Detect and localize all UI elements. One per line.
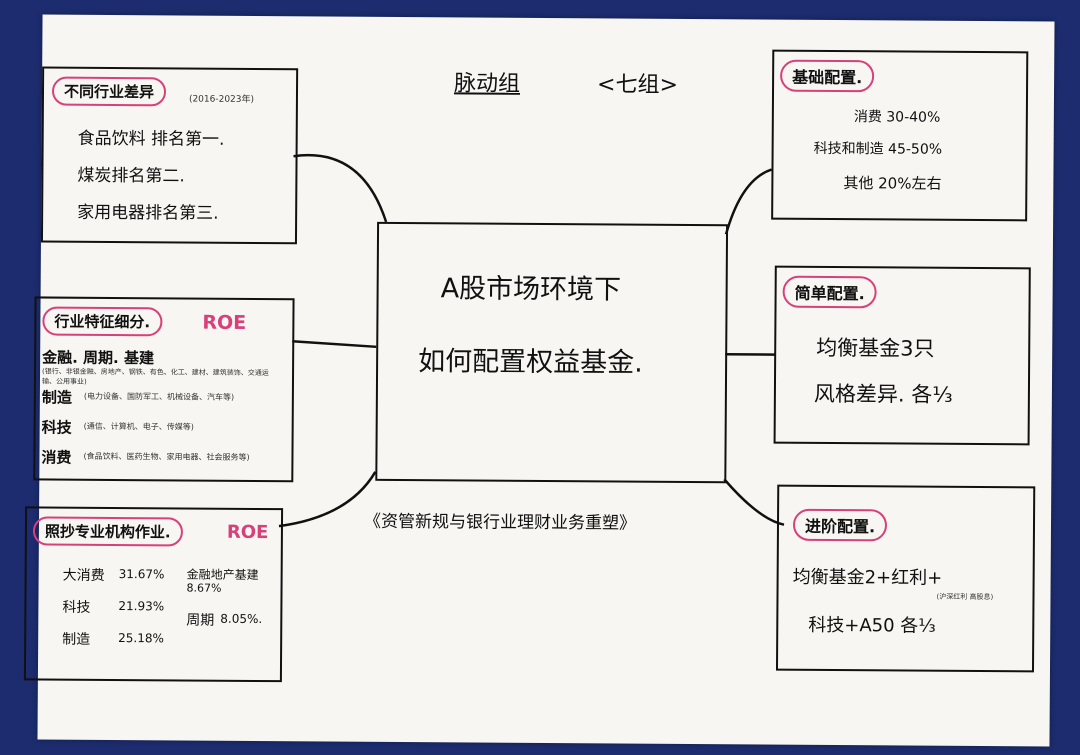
industry-diff-item-1: 食品饮料 排名第一. [77, 128, 225, 150]
connector-industry-diff [293, 153, 388, 223]
simple-config-title: 简单配置. [782, 275, 877, 309]
industry-diff-item-2: 煤炭排名第二. [77, 165, 185, 187]
advanced-note: (沪深红利 高股息) [936, 592, 994, 602]
basic-item-2: 科技和制造 45-50% [813, 140, 943, 158]
feature-note-4: (食品饮料、医药生物、家用电器、社会服务等) [83, 451, 250, 462]
industry-diff-range: (2016-2023年) [188, 94, 255, 105]
copy-row-1-label: 大消费 [62, 567, 105, 584]
copy-right-2-label: 周期 [186, 612, 215, 629]
feature-label-2: 制造 [41, 388, 72, 407]
feature-label-4: 消费 [41, 448, 72, 467]
paper-sheet: 脉动组 <七组> A股市场环境下 如何配置权益基金. 《资管新规与银行业理财业务… [23, 14, 1055, 747]
simple-item-1: 均衡基金3只 [816, 335, 935, 361]
industry-features-title: 行业特征细分. [42, 306, 163, 337]
simple-config-box: 简单配置. 均衡基金3只 风格差异. 各⅓ [773, 265, 1031, 446]
connector-features [292, 339, 377, 349]
basic-config-box: 基础配置. 消费 30-40% 科技和制造 45-50% 其他 20%左右 [771, 49, 1029, 222]
copy-row-2-value: 21.93% [118, 599, 165, 614]
advanced-config-title: 进阶配置. [792, 508, 888, 542]
copy-right-2-value: 8.05%. [220, 611, 263, 627]
industry-features-box: 行业特征细分. ROE 金融. 周期. 基建 (银行、非银金融、房地产、钢铁、有… [33, 296, 295, 483]
center-line-1: A股市场环境下 [440, 273, 622, 306]
features-roe-tag: ROE [202, 311, 247, 334]
basic-config-title: 基础配置. [780, 59, 875, 93]
connector-copy [278, 471, 377, 528]
basic-item-3: 其他 20%左右 [843, 174, 942, 193]
simple-item-2: 风格差异. 各⅓ [813, 381, 953, 407]
industry-diff-item-3: 家用电器排名第三. [77, 202, 219, 224]
center-subtitle: 《资管新规与银行业理财业务重塑》 [363, 511, 637, 534]
copy-right-1-value: 8.67% [186, 581, 222, 595]
copy-right-1-label: 金融地产基建 [186, 567, 259, 582]
copy-roe-tag: ROE [226, 521, 269, 544]
copy-row-3-value: 25.18% [118, 631, 165, 646]
connector-basic [724, 168, 772, 235]
feature-note-2: (电力设备、国防军工、机械设备、汽车等) [83, 391, 235, 402]
copy-row-1-value: 31.67% [118, 567, 165, 582]
connector-lines [278, 153, 785, 528]
copy-institutions-title: 照抄专业机构作业. [32, 516, 183, 547]
feature-note-3: (通信、计算机、电子、传媒等) [83, 421, 194, 432]
group-name: 脉动组 [453, 71, 521, 97]
team-label: <七组> [596, 72, 679, 98]
advanced-config-box: 进阶配置. 均衡基金2+红利+ (沪深红利 高股息) 科技+A50 各⅓ [775, 484, 1036, 673]
basic-item-1: 消费 30-40% [853, 109, 941, 126]
feature-label-1: 金融. 周期. 基建 [42, 348, 155, 368]
feature-note-1: (银行、非银金融、房地产、钢铁、有色、化工、建材、建筑装饰、交通运输、公用事业) [41, 367, 269, 386]
advanced-item-2: 科技+A50 各⅓ [808, 614, 936, 637]
copy-row-3-label: 制造 [62, 631, 91, 648]
feature-label-3: 科技 [41, 418, 72, 437]
advanced-item-1: 均衡基金2+红利+ [792, 566, 943, 589]
connector-advanced [723, 478, 785, 526]
center-line-2: 如何配置权益基金. [418, 346, 643, 379]
industry-diff-title: 不同行业差异 [51, 76, 167, 107]
center-topic-box: A股市场环境下 如何配置权益基金. [375, 221, 729, 484]
industry-diff-box: 不同行业差异 (2016-2023年) 食品饮料 排名第一. 煤炭排名第二. 家… [40, 66, 299, 245]
copy-row-2-label: 科技 [62, 599, 91, 616]
copy-institutions-box: 照抄专业机构作业. ROE 大消费 31.67% 科技 21.93% 制造 25… [23, 506, 284, 683]
